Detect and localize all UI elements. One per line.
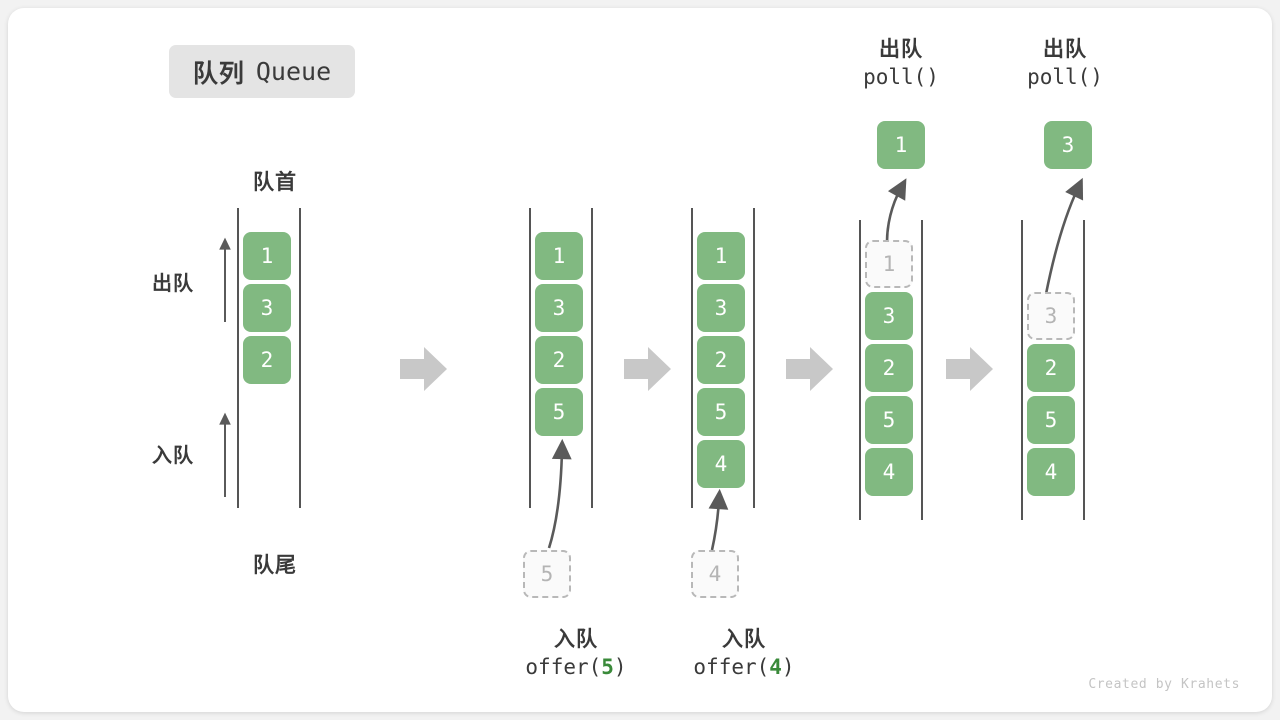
caption-offer-5-fn: offer( <box>525 654 602 679</box>
rail-right-col3 <box>753 208 755 508</box>
outgoing-cell-col4: 1 <box>877 121 925 169</box>
caption-offer-5-close: ) <box>613 654 627 679</box>
caption-offer-4-close: ) <box>781 654 795 679</box>
caption-offer-4-cn: 入队 <box>722 628 766 651</box>
rail-left-col3 <box>691 208 693 508</box>
rail-right-col1 <box>299 208 301 508</box>
enqueue-side-label: 入队 <box>152 445 194 467</box>
step-arrow-2 <box>624 347 671 391</box>
caption-poll-3: 出队 poll() <box>970 36 1160 91</box>
cell-col4-1: 3 <box>865 292 913 340</box>
cell-col2-0: 1 <box>535 232 583 280</box>
diagram-card: 队列 Queue 队首 队尾 出队 入队 1 3 2 1 3 2 5 5 <box>8 8 1272 712</box>
caption-poll-1-cn: 出队 <box>879 38 923 61</box>
enqueue-arrow-col3 <box>708 488 729 551</box>
enqueue-direction-arrow <box>219 412 231 497</box>
caption-offer-5-cn: 入队 <box>554 628 598 651</box>
title-badge: 队列 Queue <box>169 45 355 98</box>
dequeue-direction-arrow <box>219 237 231 322</box>
footer-credit: Created by Krahets <box>1088 677 1240 692</box>
cell-col3-3: 5 <box>697 388 745 436</box>
cell-col2-2: 2 <box>535 336 583 384</box>
rail-left-col1 <box>237 208 239 508</box>
rail-right-col4 <box>921 220 923 520</box>
rail-right-col2 <box>591 208 593 508</box>
rail-left-col5 <box>1021 220 1023 520</box>
title-cn: 队列 <box>192 59 245 88</box>
dequeue-side-label: 出队 <box>152 273 194 295</box>
cell-col3-4: 4 <box>697 440 745 488</box>
caption-poll-3-cn: 出队 <box>1043 38 1087 61</box>
cell-col2-3: 5 <box>535 388 583 436</box>
caption-offer-4: 入队 offer(4) <box>649 626 839 681</box>
step-arrow-1 <box>400 347 447 391</box>
caption-poll-1: 出队 poll() <box>806 36 996 91</box>
caption-offer-5-val: 5 <box>601 654 614 679</box>
step-arrow-3 <box>786 347 833 391</box>
cell-col4-3: 5 <box>865 396 913 444</box>
queue-tail-label: 队尾 <box>253 554 297 577</box>
cell-col5-4: 4 <box>1027 448 1075 496</box>
caption-offer-4-code: offer(4) <box>649 654 839 682</box>
caption-offer-5: 入队 offer(5) <box>481 626 671 681</box>
incoming-cell-col2: 5 <box>523 550 571 598</box>
cell-col1-1: 3 <box>243 284 291 332</box>
cell-col5-2: 2 <box>1027 344 1075 392</box>
cell-col5-1: 3 <box>1027 292 1075 340</box>
cell-col3-0: 1 <box>697 232 745 280</box>
incoming-cell-col3: 4 <box>691 550 739 598</box>
rail-left-col4 <box>859 220 861 520</box>
cell-col1-2: 2 <box>243 336 291 384</box>
cell-col2-1: 3 <box>535 284 583 332</box>
title-en: Queue <box>255 57 332 86</box>
cell-col3-1: 3 <box>697 284 745 332</box>
step-arrow-4 <box>946 347 993 391</box>
enqueue-arrow-col2 <box>547 438 572 549</box>
cell-col1-0: 1 <box>243 232 291 280</box>
cell-col4-2: 2 <box>865 344 913 392</box>
cell-col4-4: 4 <box>865 448 913 496</box>
rail-right-col5 <box>1083 220 1085 520</box>
caption-poll-3-code: poll() <box>1027 64 1103 89</box>
dequeue-arrow-col4 <box>885 178 907 243</box>
caption-offer-5-code: offer(5) <box>481 654 671 682</box>
dequeue-arrow-col5 <box>1044 177 1084 295</box>
outgoing-cell-col5: 3 <box>1044 121 1092 169</box>
cell-col3-2: 2 <box>697 336 745 384</box>
caption-offer-4-val: 4 <box>769 654 782 679</box>
cell-col4-0: 1 <box>865 240 913 288</box>
queue-head-label: 队首 <box>253 171 297 194</box>
caption-poll-1-code: poll() <box>863 64 939 89</box>
cell-col5-3: 5 <box>1027 396 1075 444</box>
caption-offer-4-fn: offer( <box>693 654 770 679</box>
rail-left-col2 <box>529 208 531 508</box>
